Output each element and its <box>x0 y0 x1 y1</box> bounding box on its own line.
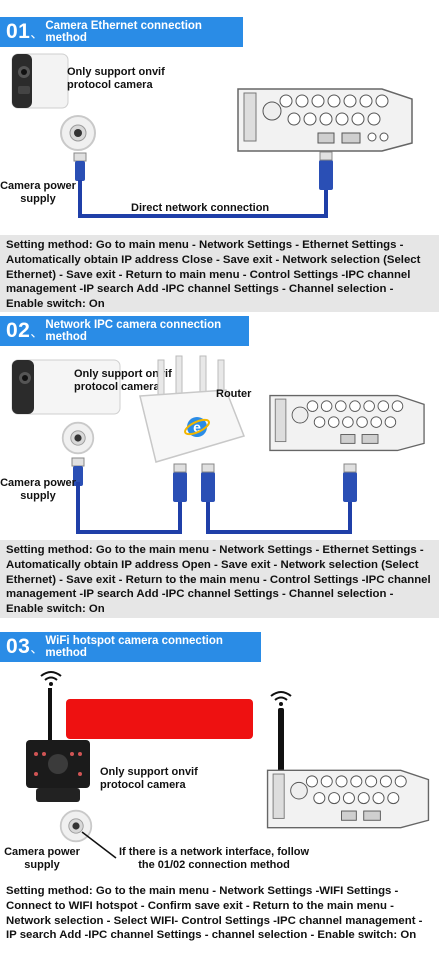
wifi-camera-icon <box>26 688 90 802</box>
svg-text:e: e <box>193 419 201 435</box>
section-01-separator: 、 <box>30 25 44 41</box>
section-02-header: 02 、 Network IPC camera connection metho… <box>0 316 249 346</box>
section-03-network-note: If there is a network interface, follow … <box>118 846 310 871</box>
router-icon <box>139 355 245 463</box>
section-02-setting: Setting method: Go to the main menu - Ne… <box>0 540 439 618</box>
dvr-antenna <box>278 708 284 788</box>
section-02-power-label: Camera power supply <box>0 477 76 502</box>
section-01-camera-label: Only support onvif protocol camera <box>67 66 165 91</box>
bullet-camera-icon <box>11 53 69 109</box>
section-01-link-label: Direct network connection <box>131 202 270 214</box>
dome-camera-icon <box>60 115 96 151</box>
section-02-router-label: Router <box>216 388 252 400</box>
section-03-cable <box>81 831 117 859</box>
dome-camera-icon <box>61 421 95 455</box>
rj45-plug-icon <box>73 152 87 181</box>
wifi-icon <box>40 671 62 686</box>
ie-logo-icon: e <box>184 417 210 437</box>
section-01-power-label: Camera power supply <box>0 180 76 205</box>
section-01-title: Camera Ethernet connection method <box>45 20 202 44</box>
section-01-cable <box>78 151 333 218</box>
section-01-header: 01 、 Camera Ethernet connection method <box>0 17 243 47</box>
section-02-separator: 、 <box>30 324 44 340</box>
dvr-device-icon <box>269 394 425 452</box>
bullet-camera-icon <box>11 359 121 415</box>
wifi-icon <box>270 691 292 706</box>
section-03-separator: 、 <box>30 640 44 656</box>
section-03-header: 03 、 WiFi hotspot camera connection meth… <box>0 632 261 662</box>
rj45-plug-icon <box>71 457 85 486</box>
section-02-camera-label: Only support onvif protocol camera <box>74 368 172 393</box>
section-02-number: 02 <box>6 319 31 342</box>
dvr-device-icon <box>237 88 413 152</box>
section-03-number: 03 <box>6 635 31 658</box>
section-01-setting: Setting method: Go to main menu - Networ… <box>0 235 439 312</box>
dvr-device-icon <box>266 769 430 829</box>
section-01-number: 01 <box>6 20 31 43</box>
section-03-camera-label: Only support onvif protocol camera <box>100 766 198 791</box>
section-02-title: Network IPC camera connection method <box>45 319 222 343</box>
section-03-setting: Setting method: Go to the main menu - Ne… <box>0 881 439 953</box>
section-03-title: WiFi hotspot camera connection method <box>45 635 223 659</box>
section-03-power-label: Camera power supply <box>4 846 80 871</box>
section-02-cables <box>76 463 357 534</box>
red-banner <box>66 699 253 739</box>
